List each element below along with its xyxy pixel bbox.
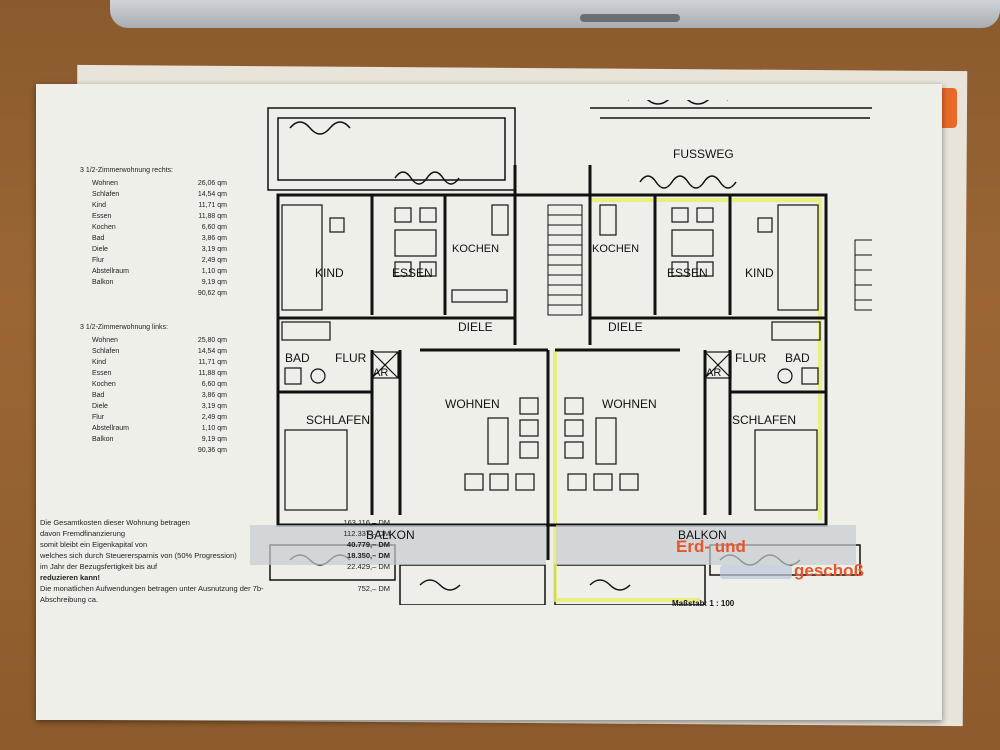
left-apartment-heading: 3 1/2-Zimmerwohnung links: [80,324,168,331]
label-diele-right: DIELE [608,320,643,334]
label-ar-left: AR [373,367,388,379]
label-kind-left: KIND [315,266,344,280]
label-wohnen-left: WOHNEN [445,397,500,411]
label-ar-right: AR [706,367,721,379]
redacted-smudge [720,564,792,579]
label-flur-right: FLUR [735,351,767,365]
label-flur-left: FLUR [335,351,367,365]
label-wohnen-right: WOHNEN [602,397,657,411]
title-line-2: geschoß [720,561,864,581]
title-line-1: Erd- und [676,537,746,556]
cost-row: Die monatlichen Aufwendungen betragen un… [40,584,390,604]
balcony-right [556,525,856,565]
label-bad-right: BAD [785,351,810,365]
cost-summary: Die Gesamtkosten dieser Wohnung betragen… [40,517,390,605]
label-essen-right: ESSEN [667,266,708,280]
cost-row: Die Gesamtkosten dieser Wohnung betragen… [40,518,390,527]
floor-plan-svg: FUSSWEG KIND ESSEN KOCHEN DIELE BAD FLUR… [250,95,892,606]
highlight-outline [553,198,822,602]
balcony-left [250,525,546,565]
label-fussweg: FUSSWEG [673,147,734,161]
label-balkon-right: BALKON [678,528,727,542]
floor-title: Erd- und geschoß [676,537,864,581]
building-walls [276,165,828,560]
label-kochen-left: KOCHEN [452,243,499,255]
label-diele-left: DIELE [458,320,493,334]
label-schlafen-right: SCHLAFEN [732,413,796,427]
label-balkon-left: BALKON [366,528,415,542]
label-essen-left: ESSEN [392,266,433,280]
area-total: 90,36 qm [197,447,227,454]
label-kind-right: KIND [745,266,774,280]
label-schlafen-left: SCHLAFEN [306,413,370,427]
right-apartment-heading: 3 1/2-Zimmerwohnung rechts: [80,167,173,174]
cost-row: welches sich durch Steuerersparnis von (… [40,551,390,560]
floor-plan-drawing: FUSSWEG KIND ESSEN KOCHEN DIELE BAD FLUR… [232,95,892,606]
area-total: 90,62 qm [197,290,227,297]
scale-label: Maßstab: 1 : 100 [672,599,735,608]
cost-row: reduzieren kann! [40,573,101,582]
laptop-edge [110,0,1000,28]
label-bad-left: BAD [285,351,310,365]
label-kochen-right: KOCHEN [592,243,639,255]
furniture [281,204,821,511]
laptop-notch [580,14,680,22]
